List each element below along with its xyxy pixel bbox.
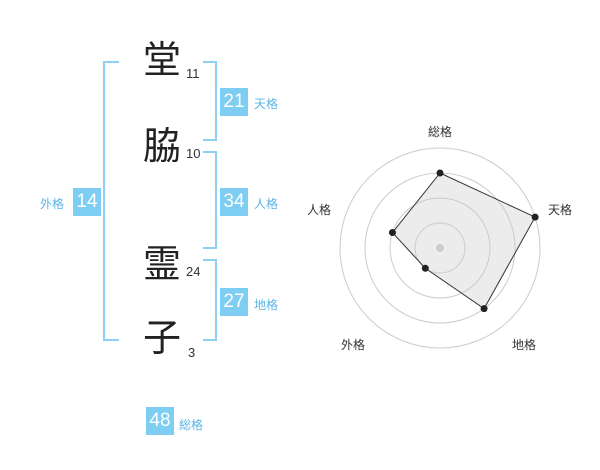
- tenkaku-bracket: [203, 61, 217, 141]
- radar-axis-label-1: 天格: [548, 203, 573, 217]
- chikaku-bracket: [203, 259, 217, 341]
- radar-ring-2: [389, 197, 491, 299]
- radar-ring-4: [339, 147, 541, 349]
- stroke-count-3: 24: [186, 264, 201, 279]
- radar-axis-label-2: 地格: [512, 338, 537, 352]
- gaikaku-label: 外格: [40, 197, 65, 211]
- soukaku-badge: 48: [146, 407, 174, 435]
- stroke-count-4: 3: [188, 345, 196, 360]
- chikaku-label: 地格: [254, 298, 279, 312]
- name-char-3: 霊: [143, 242, 182, 286]
- radar-point-4: [388, 229, 396, 237]
- stroke-count-1: 11: [186, 66, 200, 81]
- tenkaku-badge: 21: [220, 88, 248, 116]
- name-char-2: 脇: [143, 124, 182, 168]
- gaikaku-badge: 14: [73, 188, 101, 216]
- radar-center: [436, 244, 444, 252]
- gaikaku-bracket: [103, 61, 119, 341]
- radar-point-0: [436, 169, 444, 177]
- radar-series-area: [391, 172, 536, 310]
- radar-ring-3: [364, 172, 516, 324]
- soukaku-label: 総格: [179, 418, 204, 432]
- jinkaku-bracket: [203, 151, 217, 249]
- radar-ring-1: [414, 222, 466, 274]
- name-char-1: 堂: [143, 38, 182, 82]
- tenkaku-label: 天格: [254, 97, 279, 111]
- stroke-count-2: 10: [186, 146, 201, 161]
- radar-axis-label-0: 総格: [428, 125, 453, 139]
- radar-point-1: [531, 213, 539, 221]
- chikaku-badge: 27: [220, 288, 248, 316]
- radar-axis-label-4: 人格: [307, 203, 332, 217]
- jinkaku-badge: 34: [220, 188, 248, 216]
- radar-axis-label-3: 外格: [341, 338, 366, 352]
- radar-point-3: [421, 264, 429, 272]
- name-char-4: 子: [143, 316, 182, 360]
- jinkaku-label: 人格: [254, 197, 279, 211]
- radar-point-2: [480, 305, 488, 313]
